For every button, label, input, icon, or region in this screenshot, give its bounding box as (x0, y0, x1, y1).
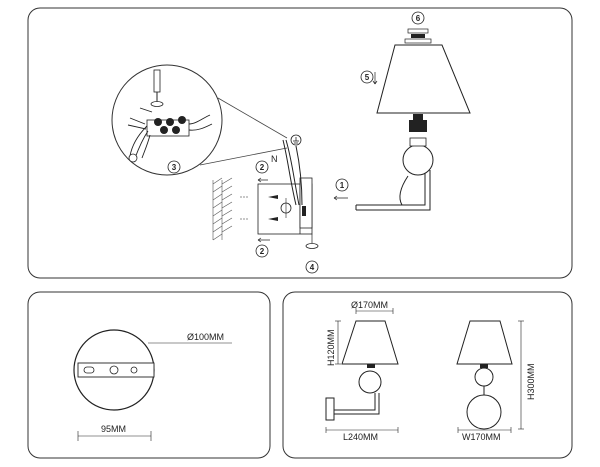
zoom-leader (199, 147, 288, 166)
installation-panel (27, 7, 573, 279)
step-5-label: 5 (365, 73, 370, 82)
shade-height-label: H120MM (326, 329, 336, 366)
hole-spacing-label: 95MM (101, 424, 126, 434)
step-1-marker: 1 (333, 178, 349, 201)
shade-height-dimension (335, 320, 341, 365)
step-2-upper-marker: 2 (255, 160, 269, 183)
mounting-plate (240, 177, 313, 235)
screw-icon (268, 195, 278, 199)
step-2-label: 2 (260, 247, 265, 256)
neutral-symbol: N (271, 154, 278, 164)
supply-wires: N (271, 134, 303, 206)
screw-icon (268, 217, 278, 221)
shade-diameter-dimension (355, 308, 394, 314)
front-view (456, 320, 513, 430)
side-view (325, 320, 399, 421)
screwdriver-icon (153, 69, 161, 93)
lamp-shade (376, 44, 471, 114)
finial-icon (407, 28, 429, 34)
lamp-socket (409, 120, 427, 132)
total-height-dimension (518, 320, 524, 430)
width-dimension (457, 427, 512, 433)
step-4-marker: 4 (305, 234, 319, 274)
step-5-marker: 5 (360, 70, 378, 85)
step-2-lower-marker: 2 (255, 237, 270, 258)
dimensions-panel (282, 291, 573, 459)
canopy-diameter-label: Ø100MM (187, 332, 224, 342)
total-height-label: H300MM (526, 363, 536, 400)
lamp-sphere (402, 144, 434, 176)
step-2-label: 2 (260, 163, 265, 172)
step-6-label: 6 (416, 14, 421, 23)
depth-dimension (325, 427, 399, 433)
step-6-marker: 6 (404, 11, 432, 44)
depth-label: L240MM (343, 432, 378, 442)
step-4-label: 4 (310, 263, 315, 272)
shade-diameter-label: Ø170MM (351, 300, 388, 310)
lamp-body (355, 114, 434, 211)
finial-nut-icon (305, 243, 319, 249)
mount-panel (27, 291, 271, 459)
wall-hatch (212, 177, 233, 241)
hole-spacing-dimension (77, 431, 152, 441)
zoom-leader (217, 97, 288, 139)
wiring-detail (111, 64, 288, 176)
terminal-block (146, 116, 190, 137)
step-3-marker: 3 (167, 160, 181, 174)
step-3-label: 3 (172, 163, 177, 172)
step-1-label: 1 (340, 181, 345, 190)
mount-base-view (73, 329, 155, 411)
width-label: W170MM (462, 432, 501, 442)
